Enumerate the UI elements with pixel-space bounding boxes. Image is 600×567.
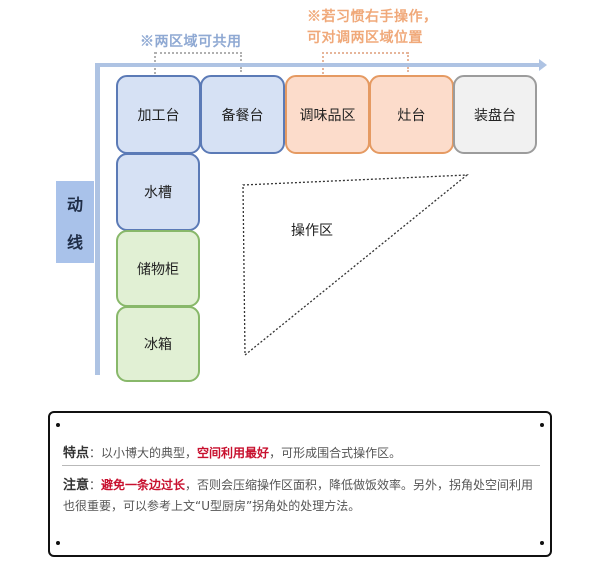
serving-prep-counter: 备餐台 [200, 75, 285, 154]
refrigerator: 冰箱 [116, 306, 200, 382]
stove-counter: 灶台 [369, 75, 454, 154]
swap-zone-bracket [322, 52, 408, 54]
flow-label-char2: 线 [66, 233, 83, 252]
swap-zone-note-line2: 可对调两区域位置 [307, 30, 423, 46]
notes-divider [62, 465, 540, 466]
notes-panel: 特点：以小博大的典型，空间利用最好，可形成围合式操作区。 注意：避免一条边过长，… [48, 411, 552, 557]
rivet-icon [540, 541, 544, 545]
flow-label-char1: 动 [66, 195, 83, 214]
rivet-icon [56, 423, 60, 427]
feature-text-b: ，可形成围合式操作区。 [269, 446, 402, 460]
prep-counter-label: 加工台 [137, 107, 180, 124]
shared-zone-bracket-right [240, 52, 242, 72]
rivet-icon [540, 423, 544, 427]
caution-label: 注意 [63, 478, 90, 493]
seasoning-area-label: 调味品区 [299, 107, 356, 124]
feature-label: 特点 [63, 446, 90, 461]
caution-highlight: 避免一条边过长 [101, 478, 186, 492]
sink: 水槽 [116, 153, 200, 231]
seasoning-area: 调味品区 [285, 75, 370, 154]
caution-text: ，否则会压缩操作区面积，降低做饭效率。另外，拐角处空间利用也很重要，可以参考上文… [63, 478, 534, 513]
caution-sep: ： [89, 478, 102, 492]
plating-counter: 装盘台 [453, 75, 537, 154]
plating-counter-label: 装盘台 [474, 107, 516, 124]
storage-cabinet-label: 储物柜 [137, 261, 179, 278]
rivet-icon [56, 541, 60, 545]
feature-highlight: 空间利用最好 [197, 446, 270, 460]
serving-prep-counter-label: 备餐台 [221, 107, 264, 124]
feature-text-a: 以小博大的典型， [101, 446, 198, 460]
feature-line: 特点：以小博大的典型，空间利用最好，可形成围合式操作区。 [63, 442, 401, 461]
arrow-right-icon [539, 59, 547, 71]
shared-zone-note: ※两区域可共用 [140, 34, 242, 50]
caution-paragraph: 注意：避免一条边过长，否则会压缩操作区面积，降低做饭效率。另外，拐角处空间利用也… [63, 475, 545, 516]
swap-zone-note-line1: ※若习惯右手操作， [307, 9, 438, 25]
shared-zone-bracket [155, 52, 242, 54]
flow-axis-horizontal [95, 63, 541, 67]
work-zone-label: 操作区 [291, 223, 333, 239]
feature-sep: ： [89, 446, 102, 460]
sink-label: 水槽 [144, 185, 172, 201]
flow-line-label: 动 线 [56, 181, 94, 263]
swap-zone-bracket-right [407, 52, 409, 72]
stove-counter-label: 灶台 [397, 107, 426, 124]
refrigerator-label: 冰箱 [144, 337, 172, 353]
swap-zone-note: ※若习惯右手操作， 可对调两区域位置 [307, 7, 438, 49]
storage-cabinet: 储物柜 [116, 230, 200, 307]
flow-axis-vertical [95, 63, 100, 375]
